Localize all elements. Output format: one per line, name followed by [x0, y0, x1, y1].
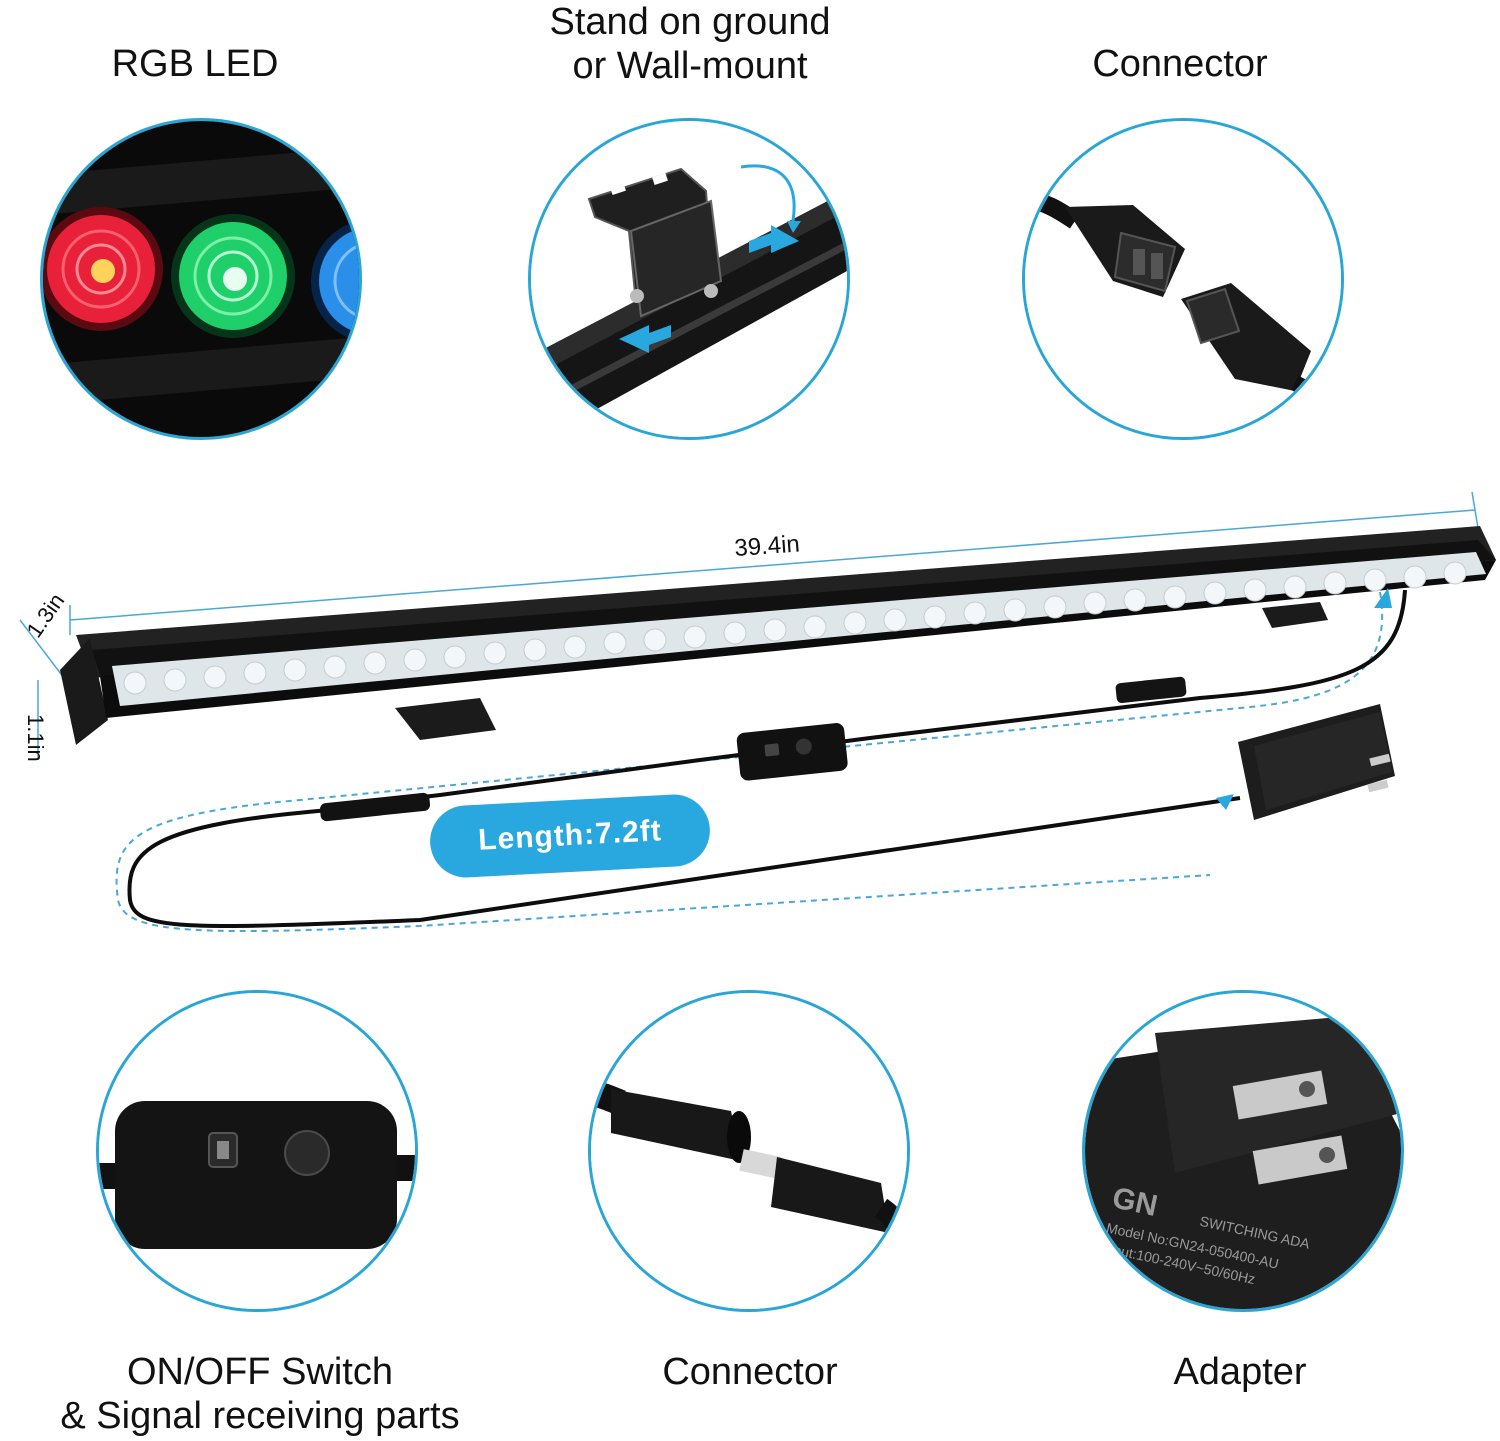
plug-connector-icon [1065, 205, 1185, 297]
arrow-icon [619, 225, 799, 353]
dc-connector-circle [588, 990, 910, 1312]
bracket-right [1262, 602, 1328, 628]
connector-top-circle [1022, 118, 1344, 440]
socket-connector-icon [1181, 283, 1311, 391]
length-dimension [69, 491, 1479, 635]
cable-length-badge: Length:7.2ft [428, 792, 712, 880]
red-led-icon [43, 207, 163, 331]
light-bar-figure: 39.4in 1.3in 1.1in [19, 491, 1496, 933]
blue-led-icon [311, 220, 359, 342]
dc-male-icon [739, 1149, 889, 1233]
switch-label: ON/OFF Switch & Signal receiving parts [60, 1351, 460, 1437]
adapter-closeup-icon [1085, 1013, 1401, 1309]
switch-circle [96, 990, 418, 1312]
connector-bottom-label: Connector [662, 1351, 838, 1393]
rgb-led-circle [40, 118, 362, 440]
green-led-icon [171, 214, 295, 338]
mount-bracket-circle [528, 118, 850, 440]
rgb-led-label: RGB LED [111, 43, 279, 85]
bracket-left [395, 698, 496, 740]
inline-connector [1115, 676, 1187, 704]
switch-box [736, 723, 848, 781]
adapter-label: Adapter [1173, 1351, 1307, 1393]
connector-top-label: Connector [1092, 43, 1268, 85]
bracket-icon [587, 167, 723, 318]
width-value: 1.3in [22, 589, 70, 642]
adapter-circle: GN SWITCHING ADA Model No:GN24-050400-AU… [1082, 990, 1404, 1312]
width-dimension [19, 619, 65, 679]
led-strip [112, 552, 1486, 706]
cable [127, 589, 1407, 928]
height-value: 1.1in [23, 714, 48, 762]
stand-wall-mount-label: Stand on ground or Wall-mount [549, 1, 831, 87]
adapter-icon [1238, 704, 1395, 820]
dc-connector [319, 792, 431, 822]
switch-icon [115, 1101, 397, 1249]
length-value: 39.4in [734, 530, 801, 561]
